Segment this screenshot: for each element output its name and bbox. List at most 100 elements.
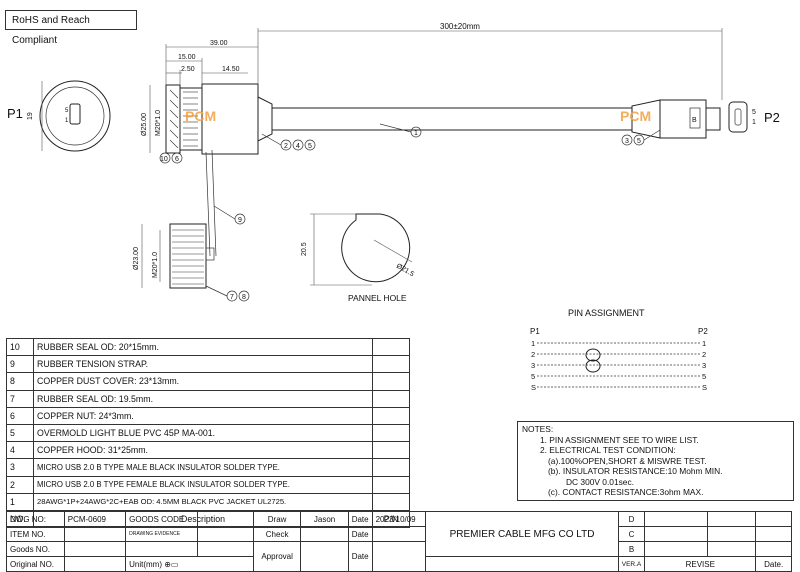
revise-label: REVISE (644, 556, 757, 572)
twisted-pair-icon (585, 348, 601, 362)
unit-label: Unit(mm) ⊕▭ (125, 556, 254, 572)
company-name: PREMIER CABLE MFG CO LTD (425, 511, 619, 557)
watermark-right: PCM (620, 108, 651, 124)
bom-no: 4 (6, 441, 34, 460)
rev-letter: B (617, 541, 646, 557)
bom-no: 10 (6, 337, 34, 357)
pin-row-left: 1 (531, 339, 535, 348)
note-line: (b). INSULATOR RESISTANCE:10 Mohm MIN. (548, 466, 723, 476)
balloons: 1 2 4 5 3 5 10 6 9 7 8 (159, 123, 661, 302)
note-line: (c). CONTACT RESISTANCE:3ohm MAX. (548, 487, 704, 497)
bom-no: 9 (6, 355, 34, 374)
bom-desc: RUBBER SEAL OD: 19.5mm. (33, 389, 373, 408)
watermark-left: PCM (185, 108, 216, 124)
total-length-label: 300±20mm (440, 22, 480, 31)
balloon-4: 4 (296, 143, 300, 150)
bom-no: 7 (6, 389, 34, 408)
title-block: DWG NO: PCM-0609 GOODS CODE Draw Jason D… (6, 511, 792, 572)
pin-row-right: 5 (702, 372, 706, 381)
panel-hole-label: PANNEL HOLE (348, 293, 407, 303)
pin-row-left: 2 (531, 350, 535, 359)
dim-d25: Ø25.00 (141, 113, 148, 136)
date-label: Date (347, 526, 373, 542)
drawing-evidence-label: DRAWING EVIDENCE (125, 526, 198, 542)
balloon-5b: 5 (637, 138, 641, 145)
dim-14-50: 14.50 (222, 66, 240, 73)
draw-name: Jason (300, 511, 349, 527)
dim-15: 15.00 (178, 54, 196, 61)
p1-front-view: 19 5 1 P1 (7, 80, 111, 152)
tension-strap (205, 151, 211, 257)
dim-39: 39.00 (210, 40, 228, 47)
pin-row-left: 3 (531, 361, 535, 370)
rev-version: VER.A (617, 556, 646, 572)
dust-cover-view: Ø23.00 M20*1.0 (133, 223, 215, 289)
bom-desc: COPPER DUST COVER: 23*13mm. (33, 372, 373, 391)
bom-no: 2 (6, 475, 34, 494)
balloon-1: 1 (414, 130, 418, 137)
bom-desc: RUBBER SEAL OD: 20*15mm. (33, 337, 373, 357)
balloon-5a: 5 (308, 143, 312, 150)
pin-row-right: 3 (702, 361, 706, 370)
bom-no: 1 (6, 492, 34, 511)
bom-no: 8 (6, 372, 34, 391)
p1-dim-label: 19 (27, 112, 34, 120)
rev-letter: D (617, 511, 646, 527)
dim-d23: Ø23.00 (133, 247, 140, 270)
note-line: (a).100%OPEN,SHORT & MISWRE TEST. (548, 455, 707, 466)
pin-row-right: 1 (702, 339, 706, 348)
date-value: 2023/10/09 (371, 511, 427, 527)
dwg-no: PCM-0609 (63, 511, 127, 527)
balloon-3: 3 (625, 138, 629, 145)
bom-no: 3 (6, 458, 34, 477)
dim-2-50: 2.50 (181, 66, 195, 73)
pin-row-left: S (531, 383, 536, 392)
bom-desc: MICRO USB 2.0 B TYPE FEMALE BLACK INSULA… (33, 475, 373, 494)
bom-desc: MICRO USB 2.0 B TYPE MALE BLACK INSULATO… (33, 458, 373, 477)
title-row: ITEM NO. DRAWING EVIDENCE Check Date C (6, 526, 792, 542)
title-row: Original NO. Unit(mm) ⊕▭ VER.A REVISE Da… (6, 556, 792, 572)
pin-assignment: PIN ASSIGNMENT P1 P2 1 1 2 2 3 3 5 5 S S (530, 308, 708, 392)
bom-no: 6 (6, 406, 34, 425)
p2-plug: B PCM 5 1 P2 (620, 99, 780, 139)
p2-pin1: 1 (752, 119, 756, 126)
p2-label: P2 (764, 110, 780, 125)
item-no-label: ITEM NO. (6, 526, 65, 542)
pin-right-header: P2 (698, 327, 708, 336)
bom-no: 5 (6, 423, 34, 443)
pin-row-right: S (702, 383, 707, 392)
compliance-label: RoHS and Reach Compliant (5, 10, 137, 46)
notes-box: NOTES: 1. PIN ASSIGNMENT SEE TO WIRE LIS… (517, 421, 794, 501)
panel-hole-view: 20.5 Ø21.5 PANNEL HOLE (301, 213, 415, 303)
p1-pin5: 5 (65, 108, 69, 114)
note-line: DC 300V 0.01sec. (566, 476, 634, 487)
rev-date-label: Date. (755, 556, 792, 572)
balloon-9: 9 (238, 217, 242, 224)
balloon-6: 6 (175, 156, 179, 163)
projection-icon: ⊕▭ (164, 559, 179, 569)
check-label: Check (252, 526, 302, 542)
balloon-10: 10 (160, 156, 168, 163)
p1-label: P1 (7, 106, 23, 121)
note-line: 2. ELECTRICAL TEST CONDITION: (540, 445, 676, 455)
dim-panel-h: 20.5 (301, 242, 308, 256)
draw-label: Draw (252, 511, 302, 527)
notes-title: NOTES: (522, 424, 554, 434)
balloon-2: 2 (284, 143, 288, 150)
p1-pin1: 1 (65, 118, 69, 124)
bom-desc: COPPER HOOD: 31*25mm. (33, 441, 373, 460)
pin-left-header: P1 (530, 327, 540, 336)
usb-b-mark: B (692, 117, 697, 124)
pin-row-left: 5 (531, 372, 535, 381)
original-no-label: Original NO. (6, 556, 65, 572)
